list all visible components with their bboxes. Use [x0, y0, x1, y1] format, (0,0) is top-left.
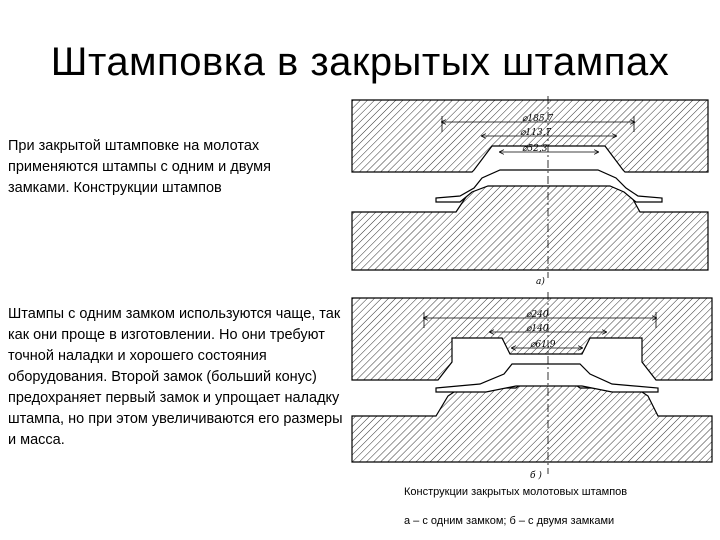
- die-b-dim-outer: ⌀240: [526, 310, 549, 320]
- intro-paragraph: При закрытой штамповке на молотах примен…: [8, 138, 271, 196]
- die-a-dim-outer: ⌀185,7: [522, 114, 553, 124]
- die-drawings: ⌀185,7 ⌀113,7 ⌀52,3 а) ⌀240 ⌀140 ⌀61,9 б…: [351, 96, 713, 481]
- die-b-dim-inner: ⌀61,9: [530, 340, 556, 350]
- die-a-dim-middle: ⌀113,7: [520, 128, 551, 138]
- die-a-label: а): [536, 276, 545, 287]
- die-b-label: б ): [530, 470, 542, 481]
- slide-title: Штамповка в закрытых штампах: [50, 40, 670, 84]
- figure-caption-title: Конструкции закрытых молотовых штампов: [404, 486, 628, 498]
- figure-caption-legend: а – с одним замком; б – с двумя замками: [404, 515, 615, 527]
- die-a-drawing: ⌀185,7 ⌀113,7 ⌀52,3 а): [351, 96, 709, 287]
- die-b-dim-middle: ⌀140: [526, 324, 549, 334]
- detail-paragraph: Штампы с одним замком используются чаще,…: [8, 306, 343, 448]
- die-b-drawing: ⌀240 ⌀140 ⌀61,9 б ): [351, 292, 713, 481]
- die-a-dim-inner: ⌀52,3: [522, 144, 548, 154]
